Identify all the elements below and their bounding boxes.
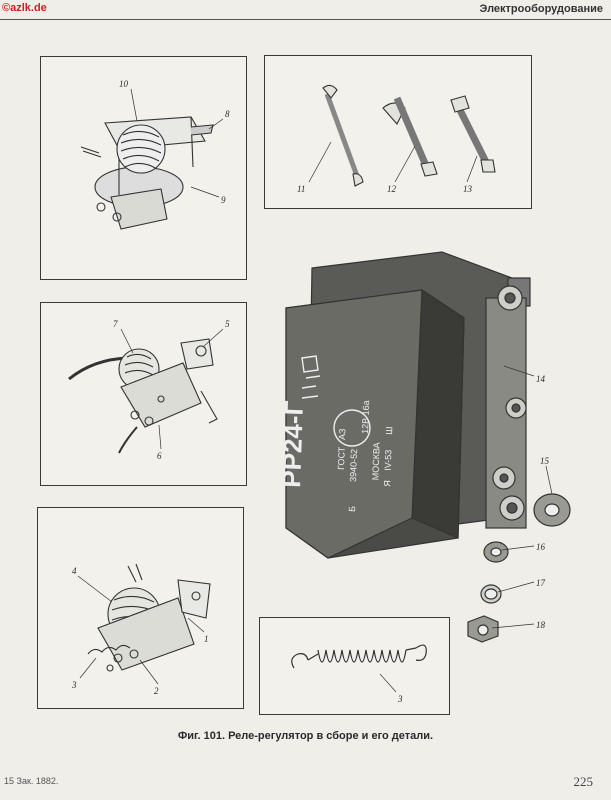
label-6: 6 [157, 451, 162, 461]
label-4: 4 [72, 566, 77, 576]
spring-drawing: 3 [291, 644, 427, 704]
label-14: 14 [536, 374, 546, 384]
marking-model: РР24-Г [276, 400, 309, 488]
marking-terminal-sh: Ш [384, 426, 394, 435]
resistors-drawing: 11 12 13 [297, 84, 496, 194]
page-number: 225 [573, 774, 594, 789]
running-head: Электрооборудование [479, 3, 603, 15]
main-assembly-drawing: РР24-Г 12В 16а МОСКВА Я IV-53 Ш ГОСТ АЗ … [276, 251, 571, 643]
label-17: 17 [536, 578, 546, 588]
label-8: 8 [225, 109, 230, 119]
marking-standard: ГОСТ [336, 446, 347, 470]
label-spring-3: 3 [397, 694, 403, 704]
label-11: 11 [297, 184, 305, 194]
watermark: ©azlk.de [2, 2, 47, 14]
current-limiter-drawing: 7 5 6 [68, 319, 230, 461]
panel-resistors: 11 12 13 [264, 55, 532, 209]
label-10: 10 [119, 79, 129, 89]
label-12: 12 [387, 184, 397, 194]
panel-current-limiter: 7 5 6 [40, 302, 247, 486]
marking-line2: МОСКВА [370, 442, 381, 480]
label-1: 1 [204, 634, 209, 644]
label-16: 16 [536, 542, 546, 552]
panel-spring: 3 [259, 617, 450, 715]
marking-letter: Я [382, 480, 392, 487]
header-rule [0, 19, 611, 20]
label-18: 18 [536, 620, 546, 630]
panel-reverse-current-relay: 4 3 2 1 [37, 507, 244, 709]
marking-number: 3940-52 [348, 449, 359, 482]
figure-caption: Фиг. 101. Реле-регулятор в сборе и его д… [177, 730, 434, 742]
label-15: 15 [540, 456, 550, 466]
marking-line1: 12В 16а [360, 400, 371, 434]
marking-terminal-b: Б [347, 506, 357, 512]
housing-marking: РР24-Г [276, 400, 309, 488]
label-13: 13 [463, 184, 473, 194]
label-7: 7 [113, 319, 118, 329]
marking-plant: АЗ [337, 428, 347, 440]
label-9: 9 [221, 195, 226, 205]
print-info: 15 Зак. 1882. [4, 776, 59, 786]
relay-drawing: 4 3 2 1 [71, 563, 211, 696]
label-2: 2 [154, 686, 159, 696]
regulator-drawing: 10 8 9 [80, 79, 230, 230]
panel-regulator-assembly: 10 8 9 [40, 56, 247, 280]
label-5: 5 [225, 319, 230, 329]
label-3: 3 [71, 680, 77, 690]
marking-date: IV-53 [383, 450, 394, 471]
